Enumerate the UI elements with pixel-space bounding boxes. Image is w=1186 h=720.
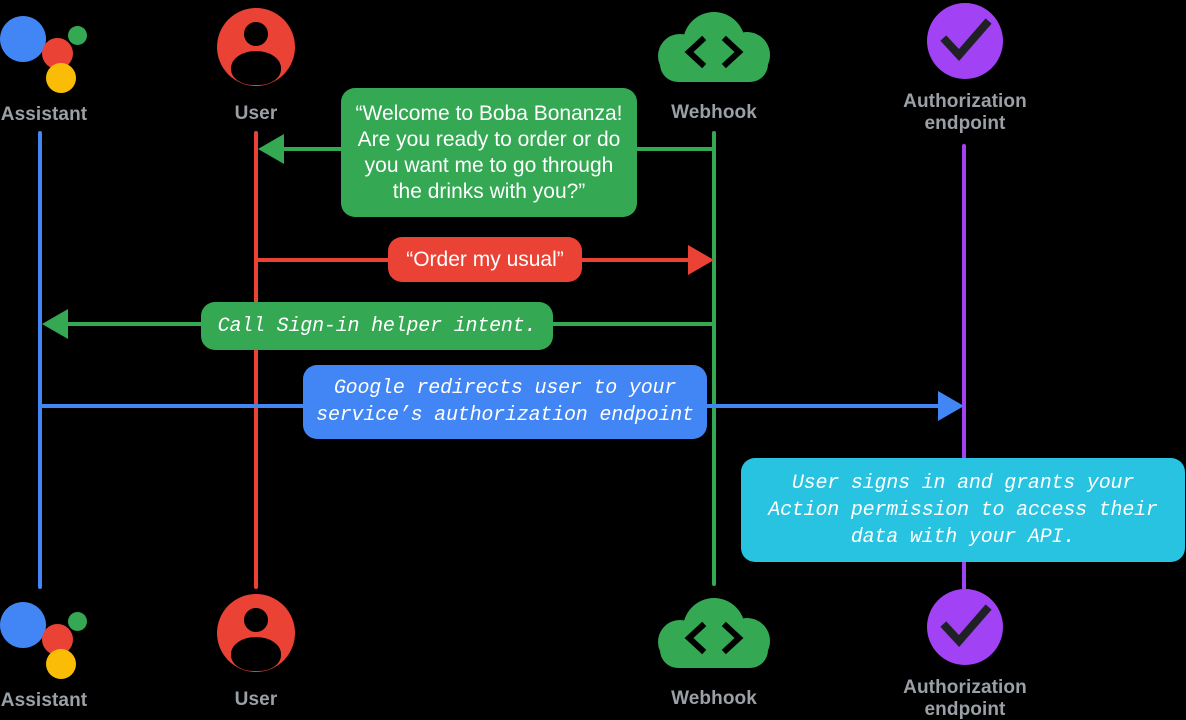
actor-label-auth-top: Authorization endpoint	[903, 91, 1027, 134]
google-assistant-dots-icon	[0, 594, 90, 679]
actor-webhook-bottom: Webhook	[658, 598, 770, 710]
checkmark-icon	[940, 604, 992, 647]
actor-user-top: User	[217, 8, 295, 125]
message-bubble-welcome: “Welcome to Boba Bonanza! Are you ready …	[341, 88, 637, 217]
actor-label-assistant-bottom: Assistant	[0, 690, 88, 711]
lifeline-webhook	[712, 131, 716, 586]
purple-checkmark-icon	[927, 3, 1003, 79]
message-bubble-google-redirects: Google redirects user to your service’s …	[303, 365, 707, 439]
lifeline-auth	[962, 144, 966, 590]
angle-brackets-icon	[684, 621, 744, 655]
checkmark-icon	[940, 18, 992, 61]
actor-auth-bottom: Authorization endpoint	[890, 589, 1040, 720]
actor-label-user-bottom: User	[234, 689, 278, 710]
actor-assistant-top: Assistant	[0, 8, 90, 126]
arrowhead-call-signin-helper-left	[42, 309, 68, 339]
user-avatar-icon	[217, 594, 295, 672]
lifeline-assistant	[38, 131, 42, 589]
arrowhead-google-redirects-right	[938, 391, 964, 421]
cloud-code-icon	[658, 12, 770, 86]
actor-label-webhook-bottom: Webhook	[671, 688, 757, 709]
arrowhead-welcome-left	[258, 134, 284, 164]
actor-auth-top: Authorization endpoint	[890, 3, 1040, 135]
actor-label-user-top: User	[234, 103, 278, 124]
actor-assistant-bottom: Assistant	[0, 594, 90, 712]
message-bubble-order-my-usual: “Order my usual”	[388, 237, 582, 282]
actor-label-webhook-top: Webhook	[671, 102, 757, 123]
cloud-code-icon	[658, 598, 770, 672]
arrowhead-order-my-usual-right	[688, 245, 714, 275]
actor-label-assistant-top: Assistant	[0, 104, 88, 125]
message-bubble-call-signin-helper: Call Sign-in helper intent.	[201, 302, 553, 350]
actor-webhook-top: Webhook	[658, 12, 770, 124]
angle-brackets-icon	[684, 35, 744, 69]
actor-user-bottom: User	[217, 594, 295, 711]
lifeline-user	[254, 131, 258, 589]
google-assistant-dots-icon	[0, 8, 90, 93]
message-bubble-user-signs-in: User signs in and grants your Action per…	[741, 458, 1185, 562]
actor-label-auth-bottom: Authorization endpoint	[903, 677, 1027, 720]
user-avatar-icon	[217, 8, 295, 86]
purple-checkmark-icon	[927, 589, 1003, 665]
